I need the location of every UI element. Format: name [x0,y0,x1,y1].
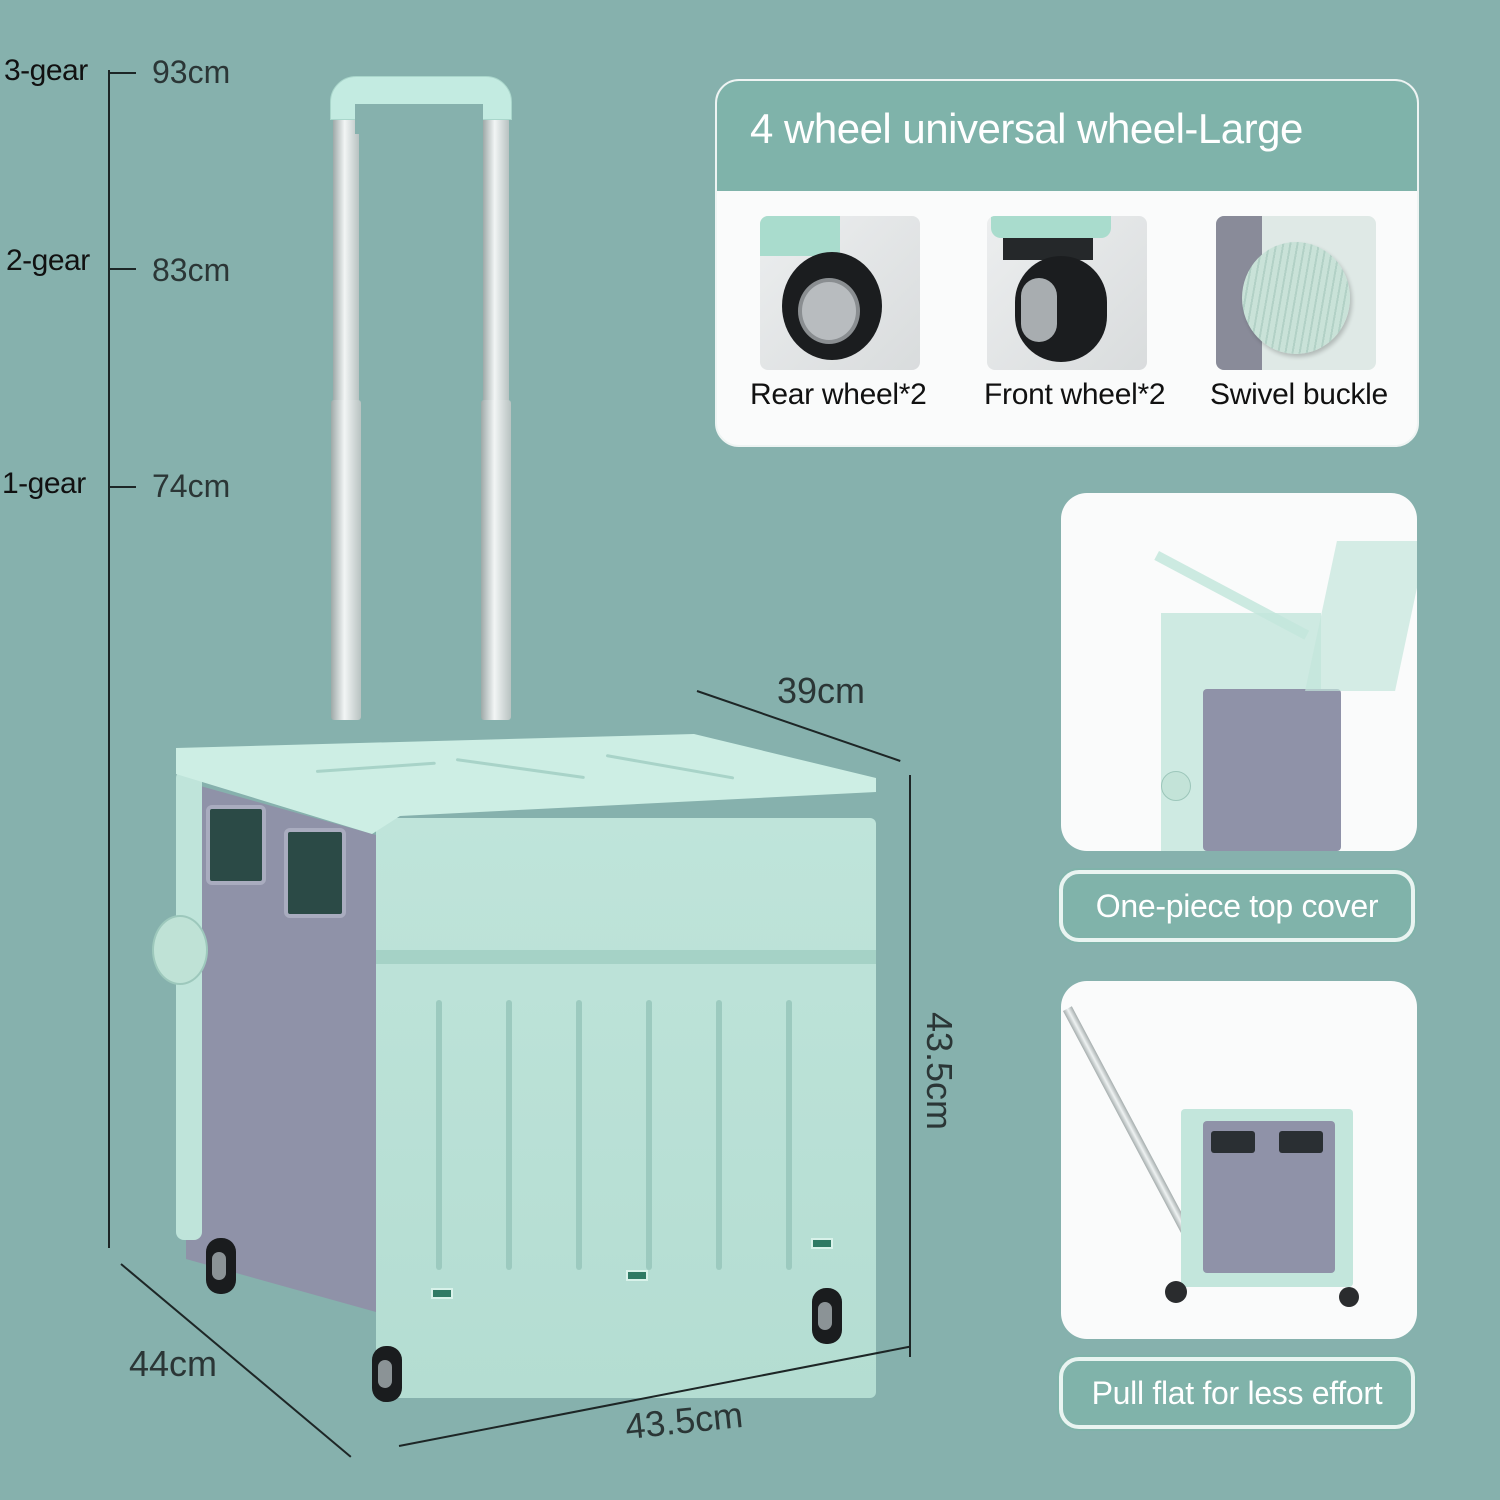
cart-front-panel [376,818,876,1398]
handle-rod-right-lower [481,400,511,720]
feature-caption-text: Pull flat for less effort [1091,1374,1383,1411]
depth-top-label: 39cm [777,670,866,711]
mini-wheel [1339,1287,1359,1307]
open-lid-flap [1305,541,1417,691]
gear-1-label: 1-gear [2,467,86,500]
wheel-info-panel: 4 wheel universal wheel-Large Rear wheel… [715,79,1419,447]
scale-axis-line [108,70,110,1248]
front-wheel-caption: Front wheel*2 [984,378,1166,411]
height-label: 43.5cm [919,1011,961,1131]
feature-card-top-cover [1061,493,1417,851]
folding-cart [152,710,888,1402]
feature-caption-text: One-piece top cover [1095,887,1379,924]
side-handle-window-right [284,828,346,918]
swivel-buckle-knob [152,915,208,985]
vent-slot [626,1270,648,1281]
feature-caption-top-cover: One-piece top cover [1059,870,1415,942]
side-handle-window-left [206,805,266,885]
front-rib [716,1000,722,1270]
front-right-wheel [812,1288,842,1344]
depth-side-label: 44cm [129,1343,218,1384]
rear-wheel-icon [760,216,920,370]
feature-card-pull-flat [1061,981,1417,1339]
handle-grip-opening [355,104,483,134]
width-front-label: 43.5cm [623,1393,745,1448]
rear-wheel-caption: Rear wheel*2 [750,378,927,411]
front-rib [786,1000,792,1270]
feature-caption-pull-flat: Pull flat for less effort [1059,1357,1415,1429]
cart-front-band [376,950,876,964]
tick-mark [110,268,136,270]
gear-2-label: 2-gear [6,244,90,277]
front-rib [576,1000,582,1270]
handle-window [1279,1131,1323,1153]
front-left-wheel [372,1346,402,1402]
handle-window [1211,1131,1255,1153]
swivel-buckle-knob [1161,771,1191,801]
handle-rod-right-upper [483,118,509,408]
swivel-buckle-caption: Swivel buckle [1210,378,1388,411]
height-line [909,775,911,1357]
cart-side-rim [176,770,202,1240]
tick-mark [110,72,136,74]
tick-mark [110,486,136,488]
mini-wheel [1165,1281,1187,1303]
gear-2-height: 83cm [152,252,231,288]
front-rib [506,1000,512,1270]
handle-rod-left-lower [331,400,361,720]
rear-left-wheel [206,1238,236,1294]
handle-rod-left-upper [333,118,359,408]
vent-slot [811,1238,833,1249]
gear-3-label: 3-gear [4,54,88,87]
gear-3-height: 93cm [152,54,231,90]
wheel-panel-title: 4 wheel universal wheel-Large [750,105,1303,152]
gear-1-height: 74cm [152,468,231,504]
swivel-buckle-icon [1216,216,1376,370]
vent-slot [431,1288,453,1299]
wheel-panel-header: 4 wheel universal wheel-Large [717,81,1417,191]
front-rib [436,1000,442,1270]
front-wheel-icon [987,216,1147,370]
cart-gray-body [1203,689,1341,851]
front-rib [646,1000,652,1270]
